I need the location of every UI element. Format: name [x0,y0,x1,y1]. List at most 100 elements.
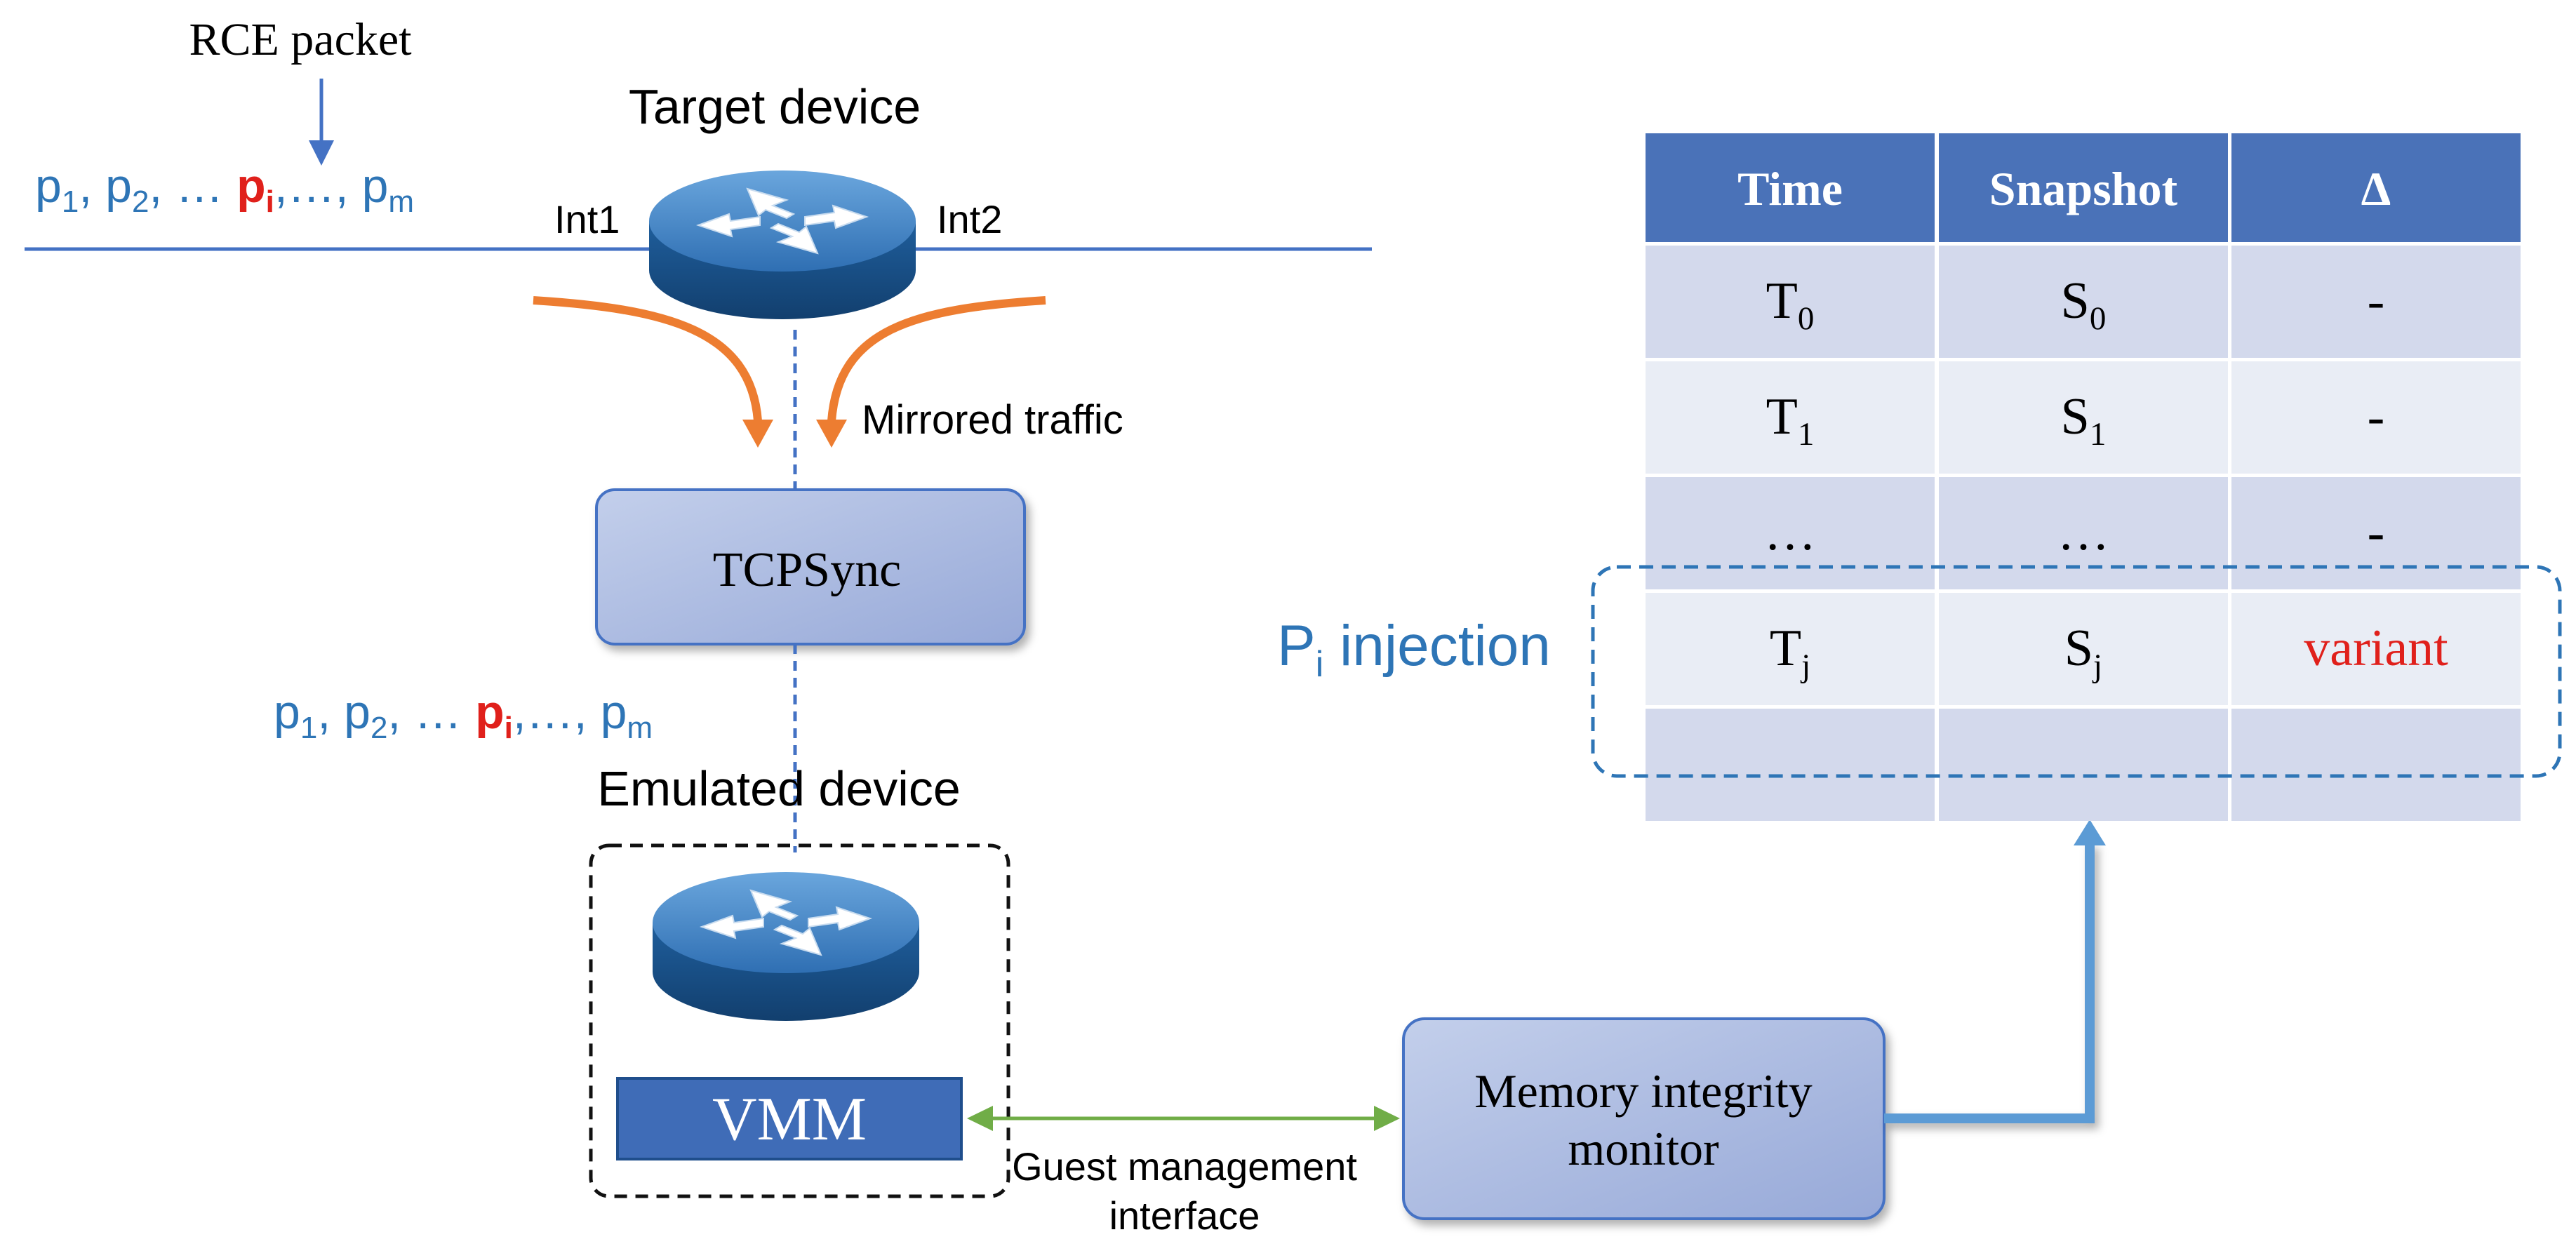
table-text-r2-time-base: … [1764,504,1816,561]
table-cell-r2-delta [2231,477,2521,589]
seq2-sep2: , [387,685,414,739]
rce-packet-label: RCE packet [189,14,411,65]
table-cell-r0-delta [2231,246,2521,358]
memory-monitor-label-line1: Memory integrity [1474,1064,1813,1118]
table-text-r1-snapshot-sub: 1 [2090,416,2107,453]
table-text-r1-time: T1 [1766,388,1815,453]
table-text-r3-time-base: T [1770,620,1801,677]
table-text-r2-snapshot: … [2057,504,2109,561]
table-text-r3-snapshot-base: S [2064,620,2093,677]
tcpsync-box[interactable] [595,488,1026,645]
table-cell-r0-snapshot [1939,246,2228,358]
table-text-r3-delta: variant [2304,620,2448,677]
mirror-arrow-left [533,296,762,422]
table-cell-r4-delta [2231,709,2521,821]
mirror-arrow-right-head [816,420,847,448]
table-cell-r3-time [1646,593,1935,705]
injection-sub: i [1316,644,1324,685]
seq2-pi-sub: i [505,711,513,745]
seq2-ellipsis: … [414,685,462,739]
table-text-r1-snapshot: S1 [2061,388,2107,453]
seq2-tail: ,…, [513,685,601,739]
seq2-pm: p [601,685,627,739]
table-text-r2-snapshot-base: … [2057,504,2109,561]
table-text-r1-delta-base: - [2368,388,2385,446]
seq-p2-sub: 2 [132,185,149,219]
table-cell-r2-snapshot [1939,477,2228,589]
injection-main: P [1277,614,1316,678]
seq2-pi: p [475,685,505,739]
table-text-r1-delta: - [2368,388,2385,446]
emulated-device-box [589,843,1010,1198]
vmm-box[interactable] [616,1077,963,1160]
seq2-sep1: , [317,685,344,739]
table-text-r0-snapshot: S0 [2061,272,2107,337]
table-text-r0-time-sub: 0 [1798,300,1815,337]
table-header-cell-time [1646,133,1935,242]
int1-label: Int1 [554,197,620,241]
table-text-r1-snapshot-base: S [2061,388,2090,446]
guest-mgmt-label-line2: interface [1109,1193,1260,1238]
seq2-p2: p [344,685,371,739]
mirror-arrow-right [827,296,1046,422]
table-text-r2-delta: - [2368,504,2385,561]
seq2-p1: p [274,685,300,739]
seq-sep1: , [79,159,105,213]
seq-pm: p [362,159,389,213]
table-header-cell-snapshot [1939,133,2228,242]
table-text-r3-time-sub: j [1800,648,1810,684]
emulated-device-label: Emulated device [597,761,961,816]
table-header-cell-delta [2231,133,2521,242]
table-cell-r3-snapshot [1939,593,2228,705]
injection-rest: injection [1323,614,1551,678]
injection-highlight-box [1591,565,2562,778]
table-text-r0-snapshot-sub: 0 [2090,300,2107,337]
table-text-r0-snapshot-base: S [2061,272,2090,330]
table-text-r0-time-base: T [1766,272,1798,330]
table-text-r0-delta: - [2368,272,2385,330]
seq-p1-sub: 1 [62,185,79,219]
table-text-r2-delta-base: - [2368,504,2385,561]
table-cell-r1-time [1646,361,1935,474]
table-text-r0-time: T0 [1766,272,1815,337]
table-text-r3-time: Tj [1770,620,1810,684]
table-text-r3-snapshot-sub: j [2092,648,2102,684]
emulated-router-icon [652,871,920,1022]
packet-sequence-bottom: p1, p2, … pi,…, pm [274,685,653,745]
rce-arrow-head [309,140,334,166]
vmm-label: VMM [712,1085,867,1153]
table-text-r2-time: … [1764,504,1816,561]
table-header-time-base: Time [1737,162,1843,215]
table-cell-r4-time [1646,709,1935,821]
int2-label: Int2 [937,197,1002,241]
seq-pm-sub: m [388,185,414,219]
table-header-time: Time [1737,162,1843,215]
table-cell-r0-time [1646,246,1935,358]
seq2-p1-sub: 1 [300,711,317,745]
table-cell-r2-time [1646,477,1935,589]
packet-sequence-top: p1, p2, … pi,…, pm [35,159,414,219]
guest-mgmt-label-line1: Guest management [1012,1144,1357,1189]
tcpsync-label: TCPSync [713,543,901,597]
memory-monitor-label-line2: monitor [1568,1122,1719,1175]
memory-monitor-box[interactable] [1402,1017,1886,1220]
seq-p2: p [105,159,132,213]
seq-ellipsis: … [175,159,223,213]
table-header-delta-base: Δ [2361,162,2391,215]
table-text-r1-time-sub: 1 [1798,416,1815,453]
table-header-delta: Δ [2361,162,2391,215]
seq-p1: p [35,159,62,213]
table-cell-r3-delta [2231,593,2521,705]
seq-pi: p [236,159,266,213]
monitor-to-table-arrow-head [2074,819,2106,845]
guest-mgmt-arrow-right-head [1374,1106,1400,1131]
target-device-label: Target device [629,79,921,134]
mirror-arrow-left-head [742,420,773,448]
table-cell-r4-snapshot [1939,709,2228,821]
table-text-r3-snapshot: Sj [2064,620,2102,684]
seq2-p2-sub: 2 [371,711,387,745]
seq-tail: ,…, [274,159,362,213]
seq-sep2: , [149,159,175,213]
